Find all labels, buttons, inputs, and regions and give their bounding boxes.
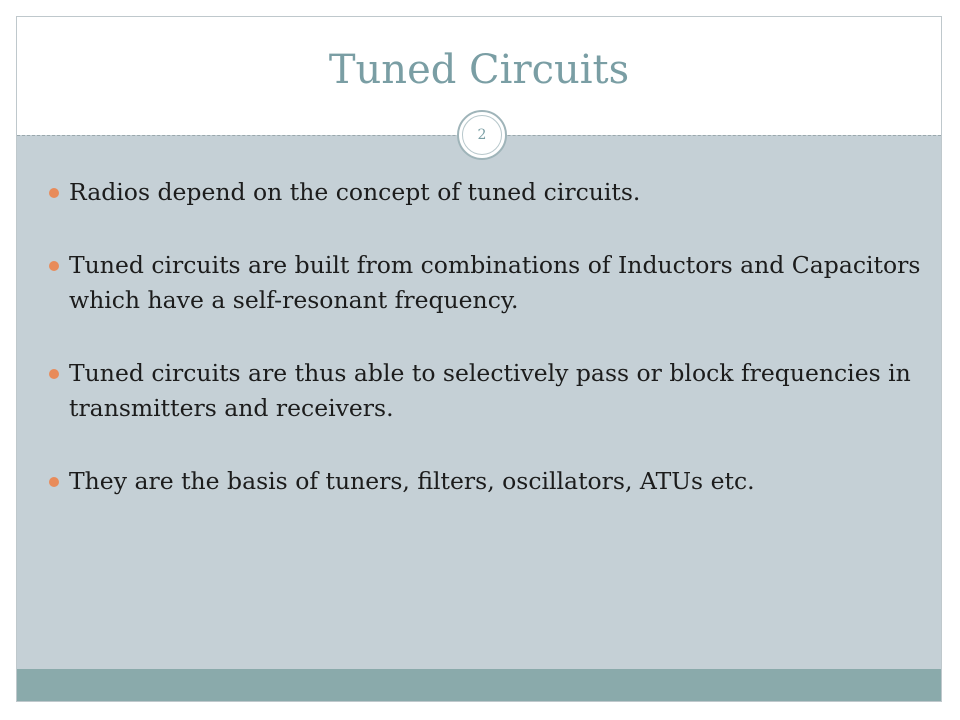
content-area [17,147,941,671]
slide-title: Tuned Circuits [328,47,630,93]
slide: Tuned Circuits 2 Radios depend on the co… [16,16,942,702]
bullet-text: Tuned circuits are thus able to selectiv… [69,359,911,422]
bullet-item: Radios depend on the concept of tuned ci… [35,175,925,210]
bullet-text: Tuned circuits are built from combinatio… [69,251,921,314]
bullet-marker-icon [49,369,59,379]
page-number-badge: 2 [457,110,507,160]
bullet-item: Tuned circuits are thus able to selectiv… [35,356,925,426]
bullet-marker-icon [49,188,59,198]
bullet-list: Radios depend on the concept of tuned ci… [35,175,925,537]
bullet-marker-icon [49,261,59,271]
bullet-marker-icon [49,477,59,487]
bullet-item: Tuned circuits are built from combinatio… [35,248,925,318]
bullet-text: They are the basis of tuners, filters, o… [69,467,755,495]
page-number: 2 [462,115,502,155]
footer-bar [17,669,941,701]
bullet-item: They are the basis of tuners, filters, o… [35,464,925,499]
bullet-text: Radios depend on the concept of tuned ci… [69,178,641,206]
